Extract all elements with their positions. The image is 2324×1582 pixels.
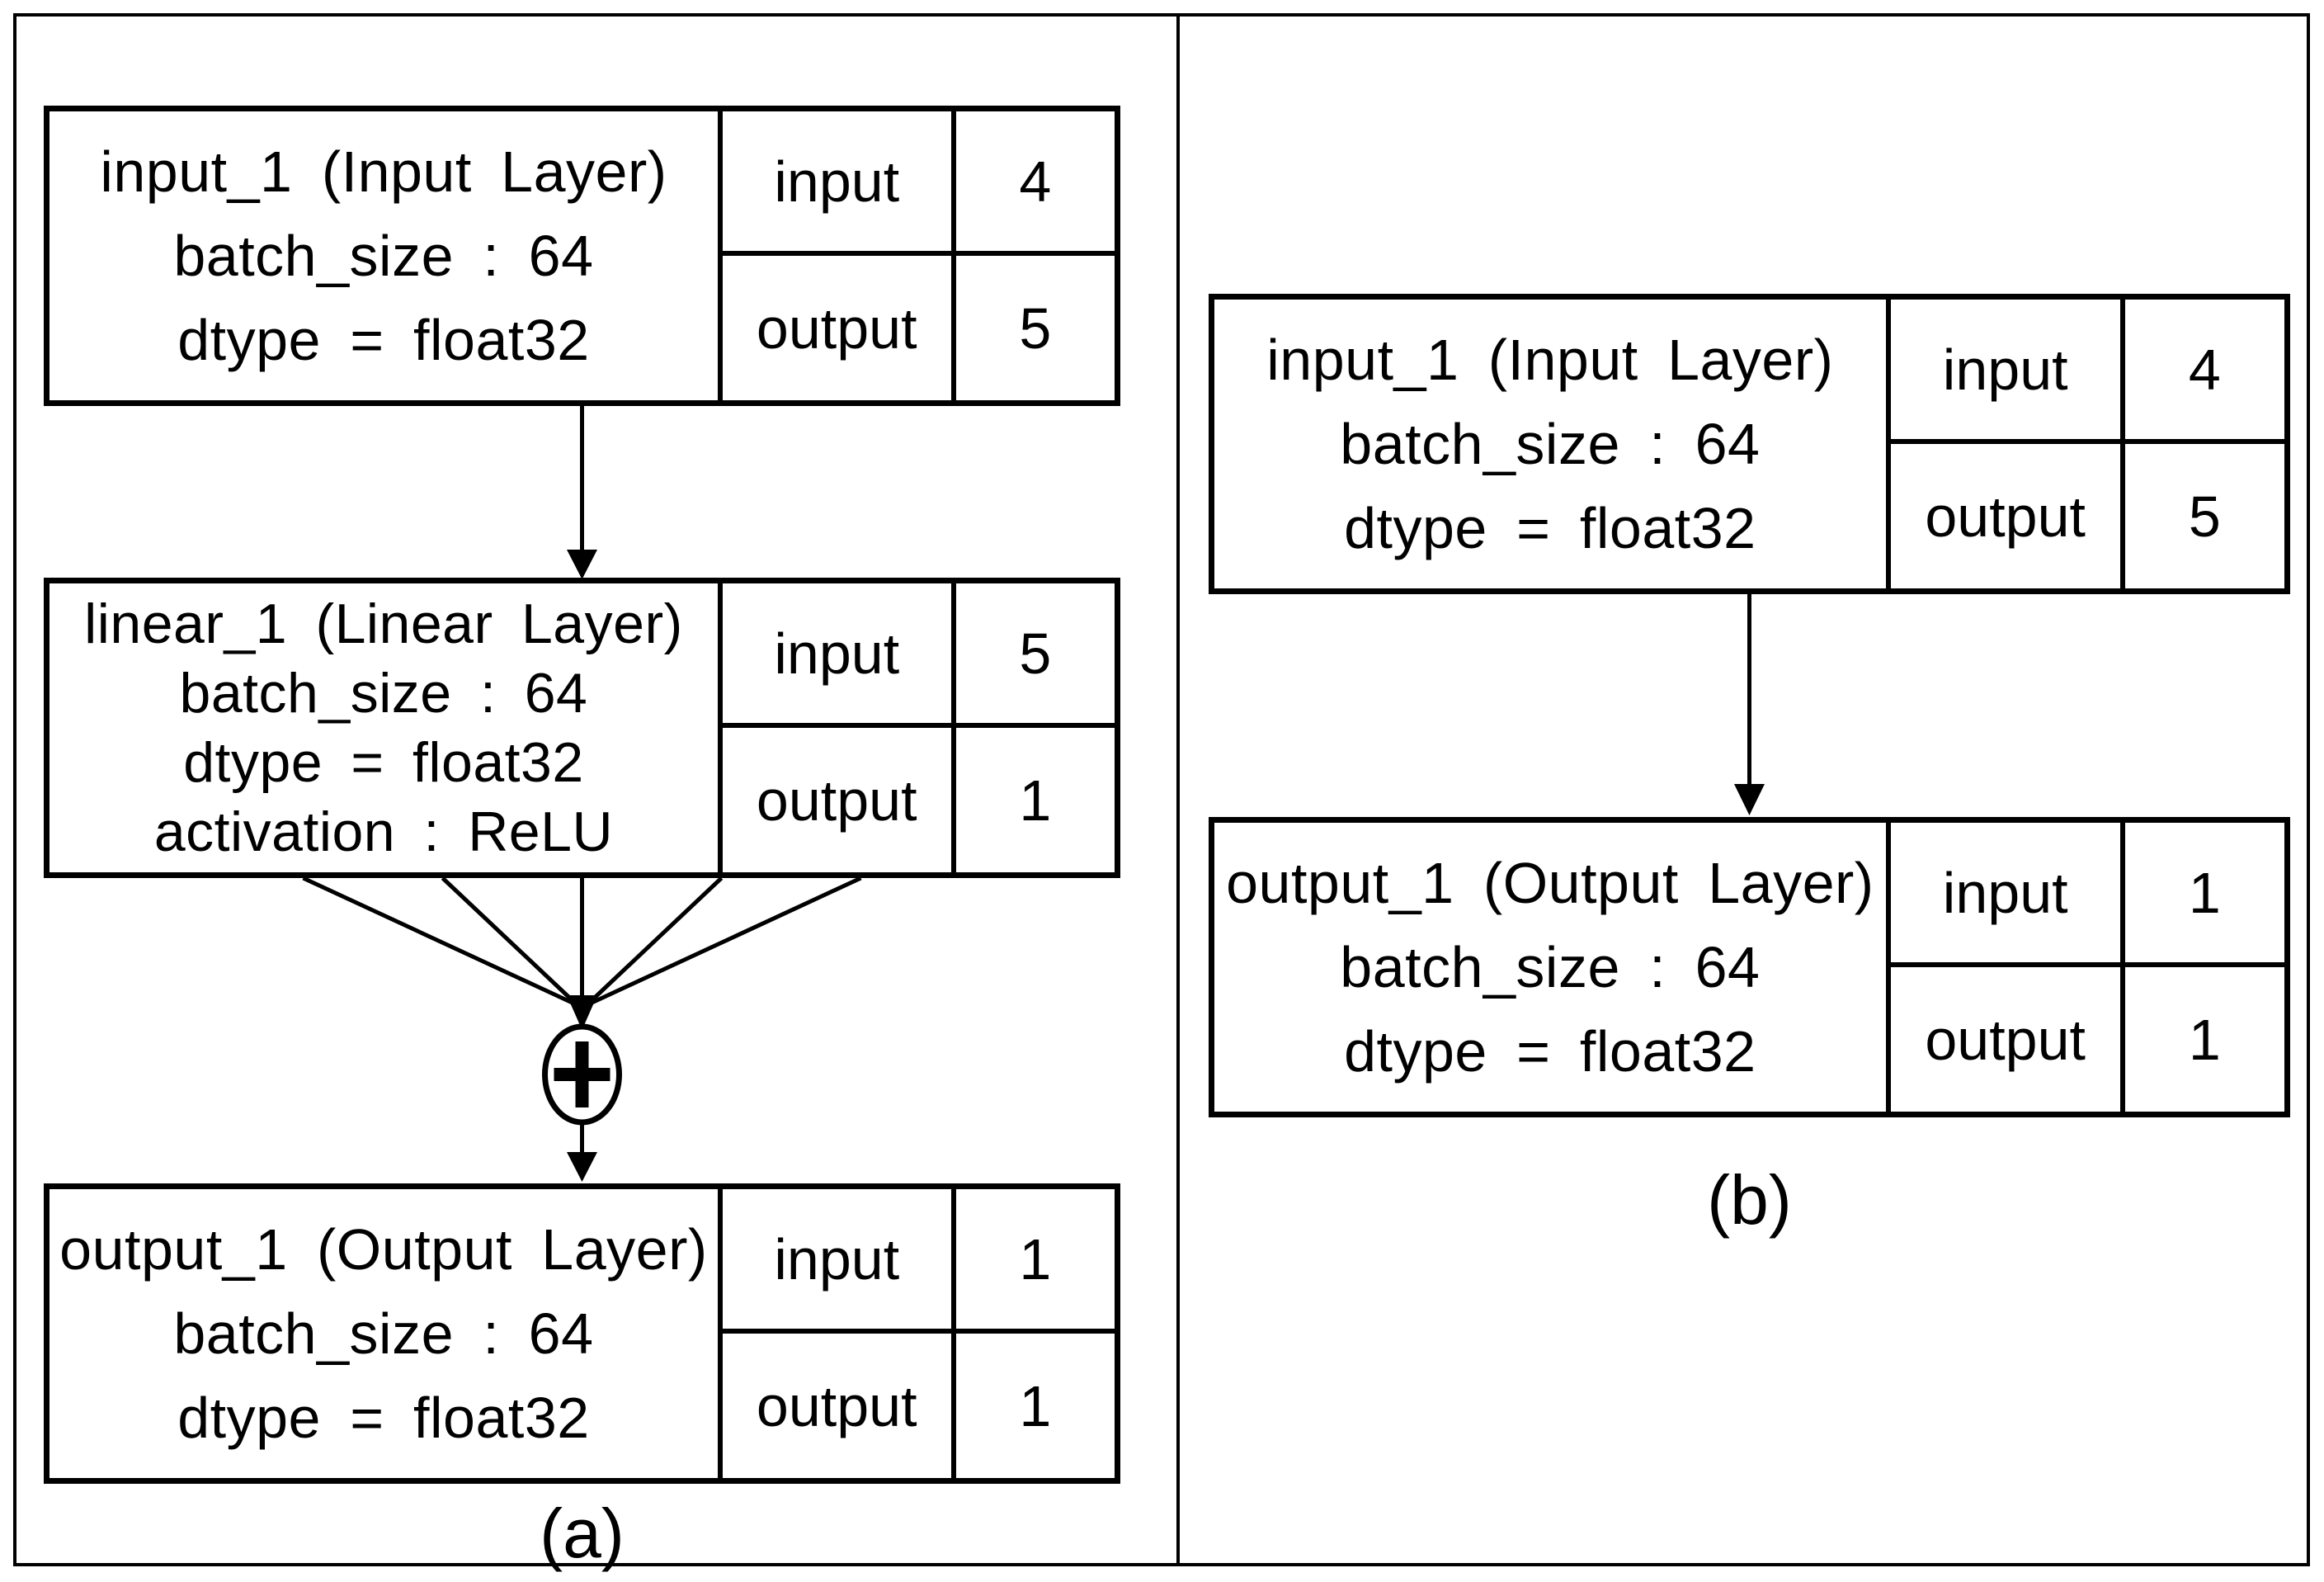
layer-box-a-input1: input_1 (Input Layer) batch_size : 64 dt… [44, 106, 1120, 406]
dtype-line: dtype = float32 [183, 731, 584, 794]
batch-size-line: batch_size : 64 [1340, 935, 1761, 999]
layer-name-line: output_1 (Output Layer) [1226, 851, 1874, 915]
dtype-line: dtype = float32 [177, 1386, 590, 1450]
io-row-label: input [722, 583, 956, 728]
io-row-label: input [722, 111, 956, 256]
layer-box-a-output1: output_1 (Output Layer) batch_size : 64 … [44, 1183, 1120, 1484]
io-row-value: 1 [1019, 1373, 1052, 1438]
io-row-label: input [1890, 823, 2125, 967]
panel-divider [1176, 13, 1180, 1566]
layer-box-a-linear1: linear_1 (Linear Layer) batch_size : 64 … [44, 578, 1120, 878]
activation-line: activation : ReLU [153, 800, 614, 863]
layer-info-cell: output_1 (Output Layer) batch_size : 64 … [1214, 823, 1891, 1112]
io-row-label: output [1891, 967, 2125, 1112]
panel-b-caption: (b) [1707, 1161, 1792, 1239]
layer-name-line: input_1 (Input Layer) [1266, 328, 1834, 392]
io-row-value: 5 [1019, 295, 1052, 361]
io-row-label: output [723, 256, 956, 400]
layer-name-line: input_1 (Input Layer) [100, 139, 667, 204]
layer-name-line: output_1 (Output Layer) [59, 1217, 708, 1282]
io-row-label: output [723, 728, 956, 872]
batch-size-line: batch_size : 64 [1340, 412, 1761, 476]
io-shape-table: input 1 output 1 [1890, 823, 2284, 1112]
layer-box-b-input1: input_1 (Input Layer) batch_size : 64 dt… [1209, 294, 2290, 594]
io-row-label: input [722, 1189, 956, 1334]
layer-info-cell: input_1 (Input Layer) batch_size : 64 dt… [1214, 300, 1891, 588]
io-shape-table: input 5 output 1 [722, 583, 1115, 872]
io-row-label: input [1890, 300, 2125, 444]
dtype-line: dtype = float32 [177, 308, 590, 372]
batch-size-line: batch_size : 64 [179, 662, 588, 725]
io-row-value: 1 [2188, 1007, 2221, 1072]
io-row-value: 1 [2124, 823, 2284, 967]
layer-info-cell: linear_1 (Linear Layer) batch_size : 64 … [49, 583, 723, 872]
io-shape-table: input 4 output 5 [722, 111, 1115, 400]
batch-size-line: batch_size : 64 [173, 1301, 594, 1366]
io-row-label: output [1891, 444, 2125, 588]
io-row-value: 5 [955, 583, 1115, 728]
io-row-value: 5 [2188, 484, 2221, 549]
io-shape-table: input 1 output 1 [722, 1189, 1115, 1478]
layer-info-cell: output_1 (Output Layer) batch_size : 64 … [49, 1189, 723, 1478]
io-row-value: 4 [2124, 300, 2284, 444]
io-row-value: 1 [1019, 767, 1052, 833]
io-shape-table: input 4 output 5 [1890, 300, 2284, 588]
panel-a-caption: (a) [540, 1495, 625, 1572]
io-row-value: 4 [955, 111, 1115, 256]
batch-size-line: batch_size : 64 [173, 224, 594, 288]
io-row-value: 1 [955, 1189, 1115, 1334]
io-row-label: output [723, 1334, 956, 1478]
layer-info-cell: input_1 (Input Layer) batch_size : 64 dt… [49, 111, 723, 400]
dtype-line: dtype = float32 [1344, 496, 1756, 560]
layer-name-line: linear_1 (Linear Layer) [84, 593, 683, 655]
layer-box-b-output1: output_1 (Output Layer) batch_size : 64 … [1209, 817, 2290, 1117]
dtype-line: dtype = float32 [1344, 1019, 1756, 1084]
figure-border [13, 13, 2310, 1566]
